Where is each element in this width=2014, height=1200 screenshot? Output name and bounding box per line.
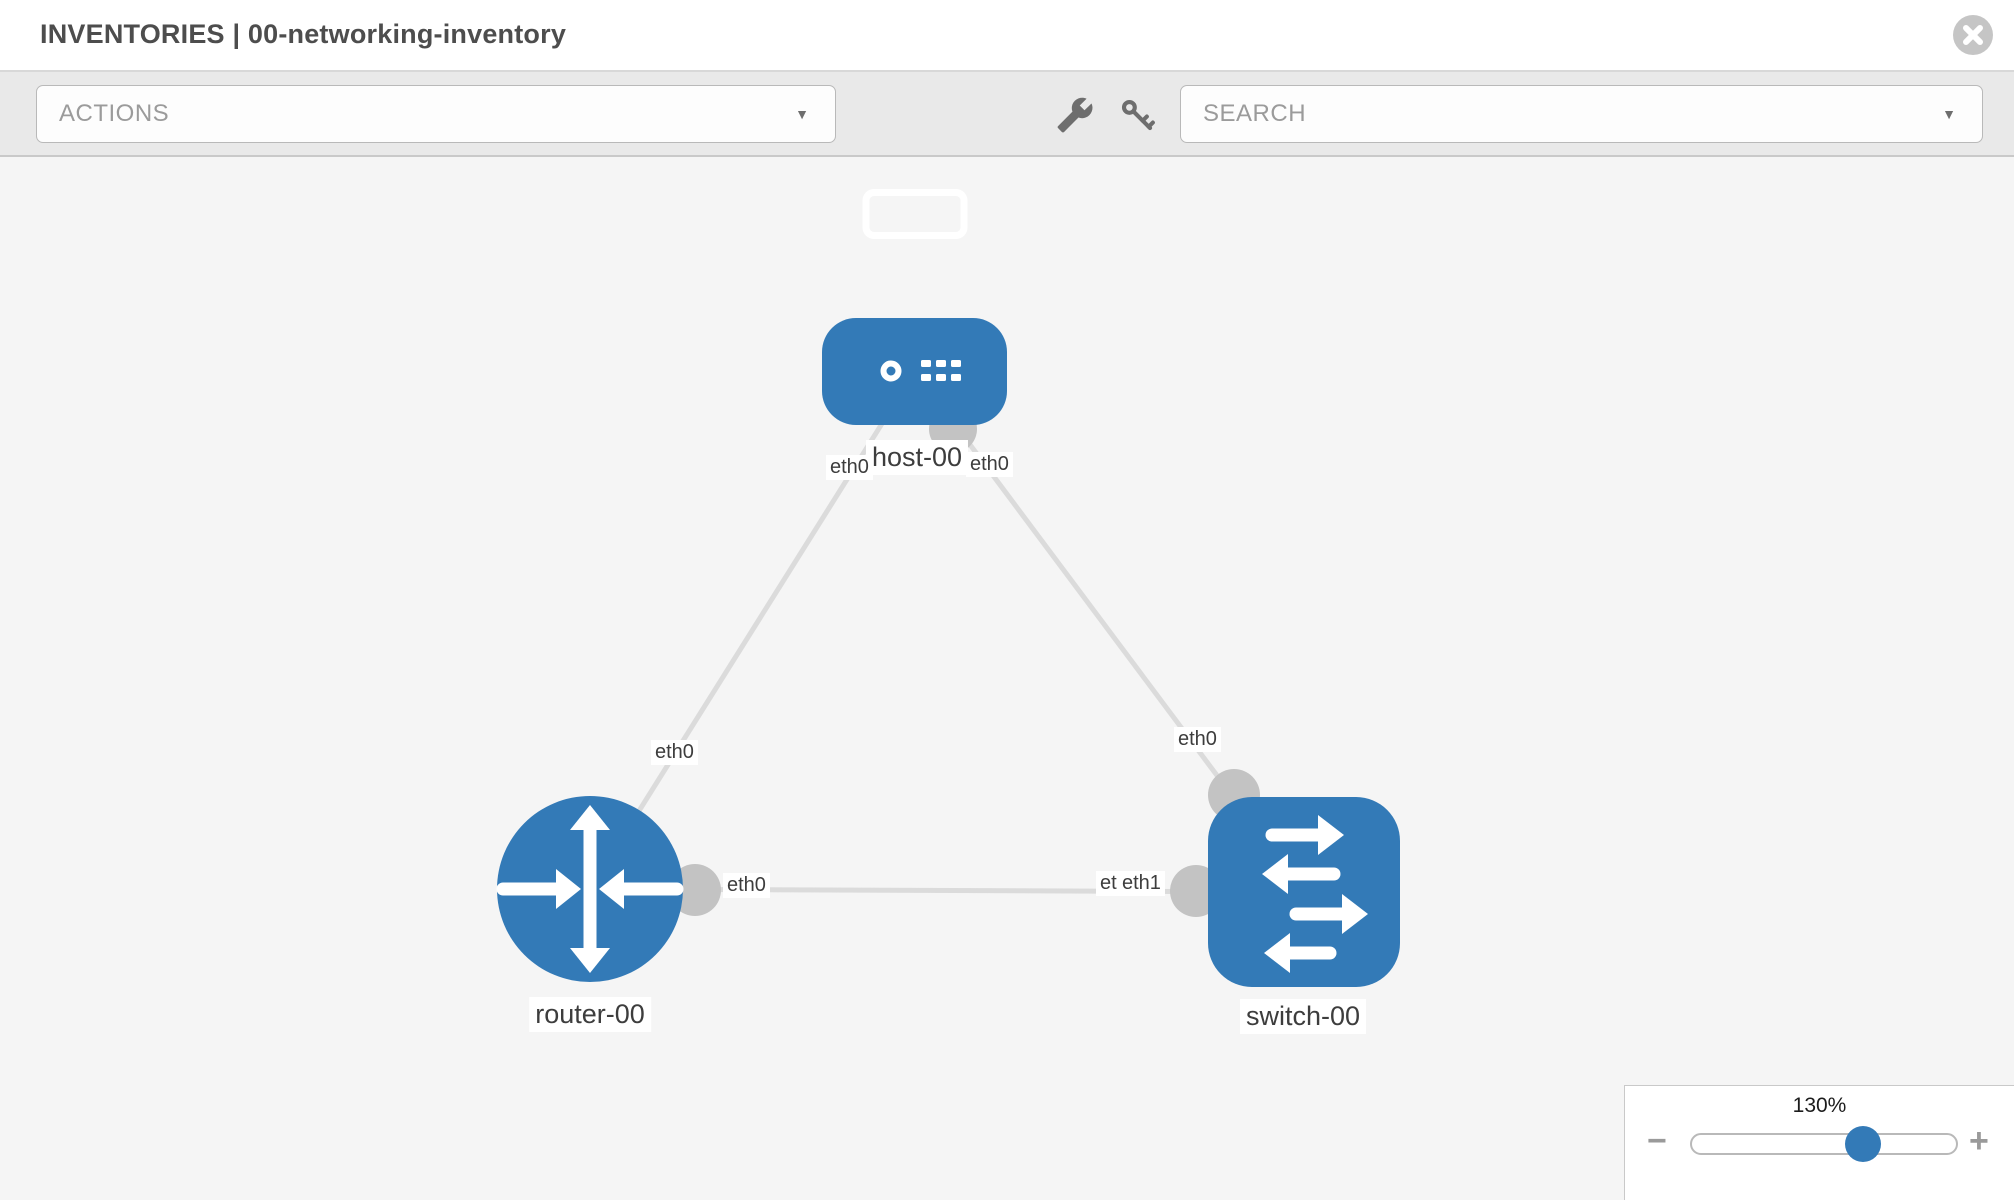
zoom-out-button[interactable]: − [1647,1122,1667,1160]
topology-graph [496,189,1400,987]
node-label-host-00: host-00 [865,440,969,476]
close-icon [1953,15,1993,55]
node-label-router-00: router-00 [529,997,651,1033]
close-button[interactable] [1952,14,1994,56]
page-title: INVENTORIES | 00-networking-inventory [40,19,567,49]
zoom-slider-thumb[interactable] [1845,1126,1881,1162]
wrench-icon [1057,97,1093,133]
search-dropdown[interactable]: SEARCH ▼ [1180,85,1983,143]
actions-dropdown[interactable]: ACTIONS ▼ [36,85,836,143]
chevron-down-icon: ▼ [1942,106,1956,122]
chevron-down-icon: ▼ [795,106,809,122]
credentials-tool-button[interactable] [1118,96,1156,134]
key-icon [1121,99,1155,131]
zoom-in-button[interactable]: + [1969,1122,1989,1160]
host-icon [862,189,968,382]
toolbar: ACTIONS ▼ SEARCH ▼ [0,72,2014,157]
interface-label-host-eth0-right: eth0 [966,452,1013,477]
interface-label-router-eth0-top: eth0 [651,740,698,765]
actions-dropdown-label: ACTIONS [59,100,170,127]
search-dropdown-label: SEARCH [1203,100,1307,127]
node-router-00[interactable] [496,796,684,982]
interface-label-switch-eth1: eth1 [1118,871,1165,896]
zoom-slider-track[interactable] [1690,1133,1958,1155]
interface-label-switch-eth0-top: eth0 [1174,727,1221,752]
node-host-00[interactable] [822,189,1007,426]
interface-label-host-eth0-left: eth0 [826,455,873,480]
node-switch-00[interactable] [1208,797,1400,987]
node-label-switch-00: switch-00 [1239,999,1367,1035]
configure-tool-button[interactable] [1056,96,1094,134]
interface-label-router-eth0-right: eth0 [723,873,770,898]
header: INVENTORIES | 00-networking-inventory [0,0,2014,72]
topology-canvas[interactable] [0,157,2014,1200]
router-icon [496,805,684,973]
zoom-level-value: 130% [1792,1094,1847,1117]
switch-icon [1262,815,1368,973]
zoom-control-panel: 130% − + [1624,1085,2014,1200]
